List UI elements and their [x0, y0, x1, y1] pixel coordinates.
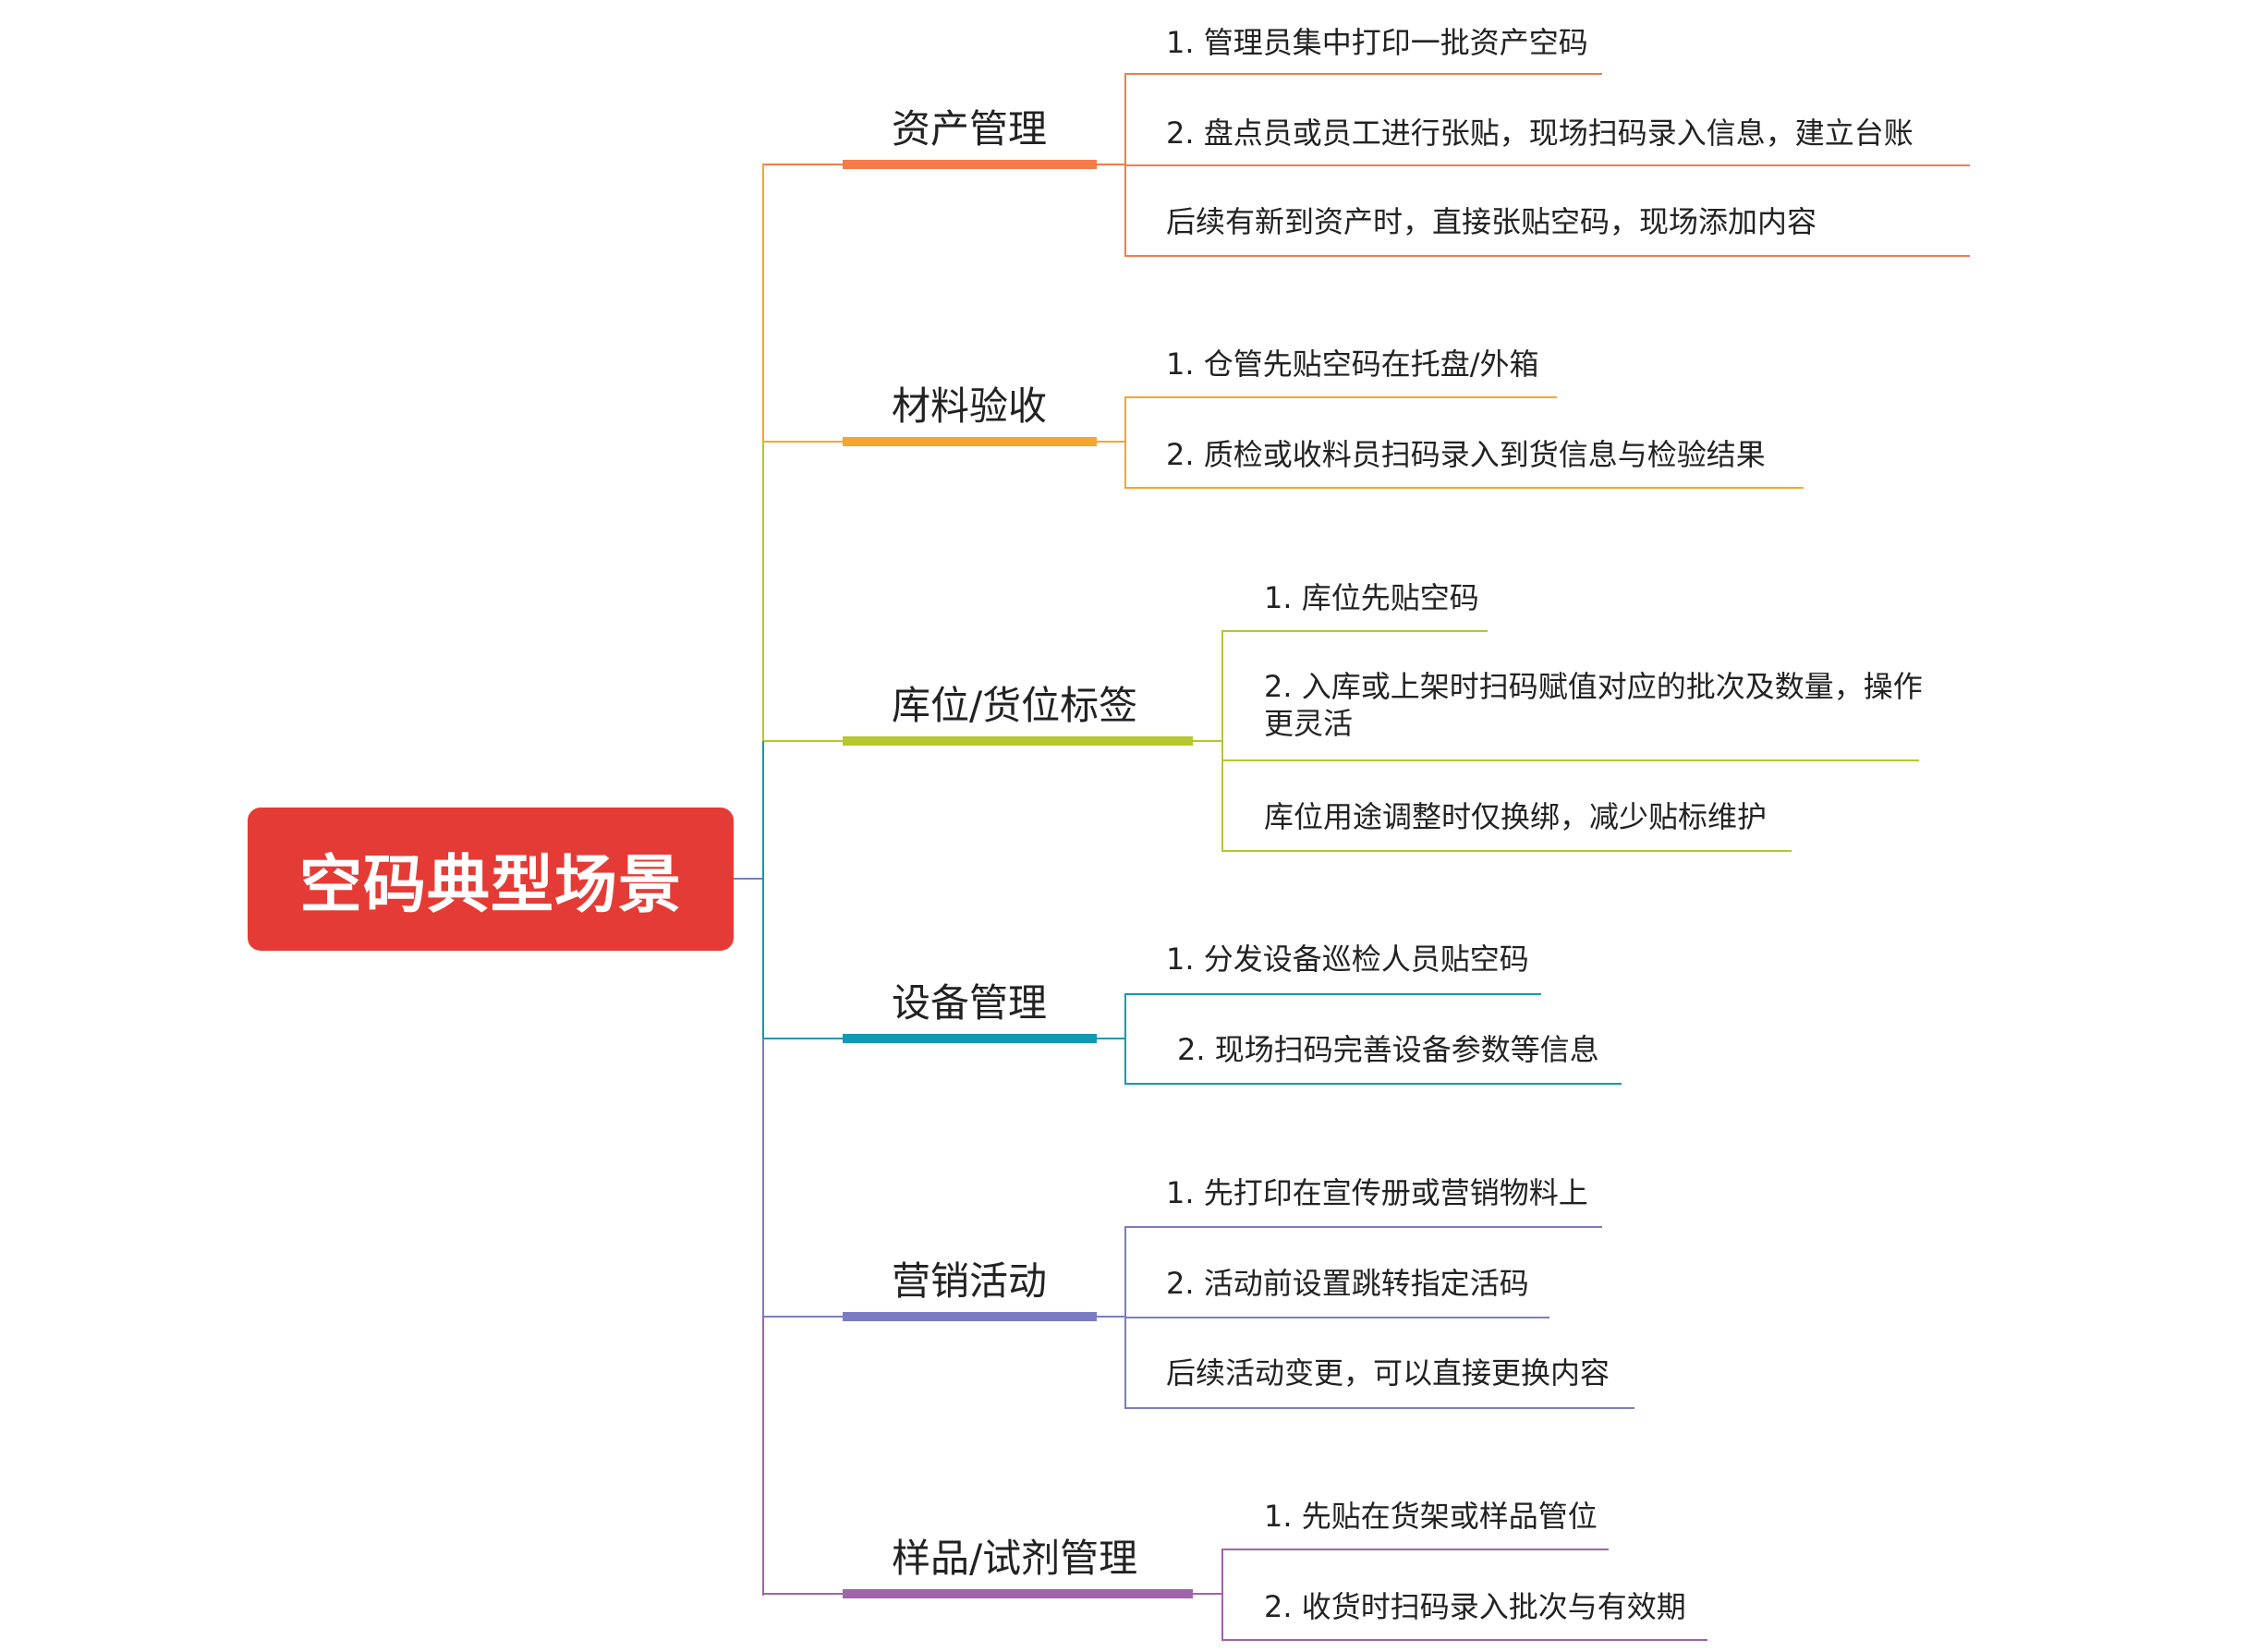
trunk-segment [762, 442, 764, 743]
child-underline [1221, 1549, 1609, 1550]
branch-bar [843, 1589, 1193, 1598]
branch-bar [843, 437, 1097, 446]
trunk-segment [762, 164, 764, 443]
bracket-connector [1097, 164, 1124, 165]
child-item[interactable]: 2. 质检或收料员扫码录入到货信息与检验结果 [1166, 437, 1766, 472]
child-item[interactable]: 2. 收货时扫码录入批次与有效期 [1264, 1589, 1686, 1624]
trunk-segment [762, 1317, 764, 1596]
bracket-connector [1193, 1593, 1221, 1595]
child-underline [1124, 487, 1804, 489]
child-item[interactable]: 2. 盘点员或员工进行张贴，现场扫码录入信息，建立台账 [1166, 115, 1914, 151]
child-item[interactable]: 1. 分发设备巡检人员贴空码 [1166, 941, 1529, 977]
child-bracket [1124, 993, 1126, 1085]
child-item[interactable]: 1. 库位先贴空码 [1264, 580, 1479, 615]
bracket-connector [1097, 441, 1124, 443]
child-item[interactable]: 1. 先打印在宣传册或营销物料上 [1166, 1175, 1588, 1210]
trunk-segment [762, 1039, 764, 1318]
branch-connector [762, 1038, 843, 1039]
child-item[interactable]: 2. 现场扫码完善设备参数等信息 [1177, 1032, 1599, 1067]
child-bracket [1221, 1549, 1223, 1641]
bracket-connector [1193, 740, 1221, 742]
child-item[interactable]: 1. 先贴在货架或样品管位 [1264, 1499, 1598, 1534]
child-underline [1124, 1317, 1549, 1318]
branch-bar [843, 736, 1193, 746]
branch-label-3[interactable]: 库位/货位标签 [892, 683, 1138, 728]
child-underline [1124, 164, 1970, 166]
child-underline [1221, 759, 1919, 761]
child-underline [1221, 850, 1792, 852]
branch-label-1[interactable]: 资产管理 [892, 106, 1048, 152]
child-underline [1124, 1226, 1602, 1228]
child-item[interactable]: 后续有新到资产时，直接张贴空码，现场添加内容 [1166, 204, 1817, 239]
child-underline [1124, 1407, 1634, 1409]
branch-label-2[interactable]: 材料验收 [892, 383, 1048, 429]
branch-label-5[interactable]: 营销活动 [892, 1258, 1048, 1304]
child-underline [1221, 1639, 1707, 1641]
child-underline [1124, 73, 1602, 75]
bracket-connector [1097, 1038, 1124, 1039]
branch-bar [843, 1312, 1097, 1321]
branch-bar [843, 160, 1097, 169]
branch-label-4[interactable]: 设备管理 [892, 980, 1048, 1026]
root-node[interactable]: 空码典型场景 [248, 808, 734, 951]
branch-connector [762, 1593, 843, 1595]
child-item[interactable]: 库位用途调整时仅换绑，减少贴标维护 [1264, 799, 1768, 834]
child-item[interactable]: 1. 仓管先贴空码在托盘/外箱 [1166, 346, 1539, 382]
branch-connector [762, 164, 843, 165]
branch-connector [762, 740, 843, 742]
child-underline [1124, 1083, 1622, 1085]
child-item[interactable]: 后续活动变更，可以直接更换内容 [1166, 1355, 1610, 1391]
child-underline [1221, 630, 1488, 632]
child-bracket [1124, 396, 1126, 489]
trunk-segment [762, 741, 764, 1040]
root-connector [734, 878, 762, 880]
child-underline [1124, 255, 1970, 257]
root-label: 空码典型场景 [298, 849, 682, 922]
child-item[interactable]: 2. 活动前设置跳转指定活码 [1166, 1266, 1529, 1301]
child-item[interactable]: 1. 管理员集中打印一批资产空码 [1166, 25, 1588, 60]
branch-connector [762, 1316, 843, 1318]
child-bracket [1221, 630, 1223, 852]
branch-label-6[interactable]: 样品/试剂管理 [892, 1536, 1138, 1581]
branch-connector [762, 441, 843, 443]
branch-bar [843, 1034, 1097, 1043]
bracket-connector [1097, 1316, 1124, 1318]
child-item[interactable]: 2. 入库或上架时扫码赋值对应的批次及数量，操作更灵活 [1264, 669, 1923, 741]
child-underline [1124, 396, 1557, 398]
child-underline [1124, 993, 1541, 995]
